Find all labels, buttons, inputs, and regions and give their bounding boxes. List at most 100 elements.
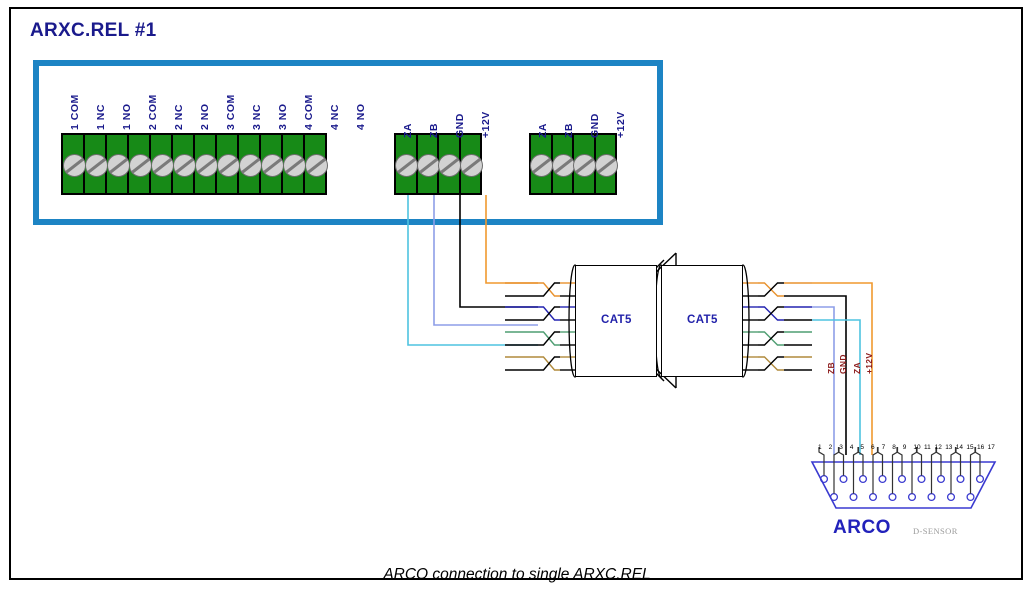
dsub-connector <box>810 447 997 509</box>
relay-terminal-label: 3 NC <box>251 104 263 130</box>
pin-lead <box>872 447 879 494</box>
pair-brown-twist-r-b <box>758 356 784 371</box>
pin-lead <box>852 447 860 494</box>
pin-lead <box>891 447 899 494</box>
connector-signal-label: +12V <box>864 352 874 374</box>
connector-signal-label: ZA <box>852 362 862 374</box>
dsub-pin-number: 15 <box>966 444 974 451</box>
wire-gnd-drop <box>812 295 847 455</box>
relay-terminal-cell <box>282 135 306 193</box>
bus1-terminal-label: GND <box>454 113 466 138</box>
dsub-pin <box>956 474 965 484</box>
wire-zb-drop <box>812 306 835 455</box>
dsub-pin-number: 12 <box>934 444 942 451</box>
arco-label: ARCO <box>833 517 891 538</box>
pair-orange-twist-l-b <box>538 282 560 297</box>
pin-lead <box>833 447 840 494</box>
cable-right-pairs <box>743 282 812 371</box>
relay-terminal-cell <box>304 135 328 193</box>
relay-terminal-label: 2 NC <box>173 104 185 130</box>
bus2-terminal-label: ZA <box>537 123 549 138</box>
relay-terminal-cell <box>62 135 86 193</box>
bus1-terminal-cell <box>395 135 419 193</box>
dsub-pin-number: 4 <box>849 444 854 451</box>
dsub-pin-number: 14 <box>955 444 964 451</box>
dsub-shell <box>810 461 997 509</box>
dsub-pin-number: 5 <box>860 444 865 451</box>
pin-lead <box>969 447 977 494</box>
dsub-pin-number: 2 <box>828 444 833 451</box>
bus2-terminal-cell <box>551 135 575 193</box>
dsub-pin <box>946 492 956 502</box>
relay-terminal-label: 1 NO <box>121 103 133 130</box>
pair-orange-twist-r-b <box>758 282 784 297</box>
wire-za <box>407 195 538 346</box>
connector-signal-label: ZB <box>826 362 836 374</box>
pair-green-twist-l-b <box>538 331 560 346</box>
bus1-terminal-label: +12V <box>480 111 492 138</box>
bus1-terminal-cell <box>438 135 462 193</box>
relay-terminal-label: 3 NO <box>277 103 289 130</box>
relay-terminal-label: 4 NC <box>329 104 341 130</box>
dsub-pin-number: 13 <box>945 444 953 451</box>
cat5-label-left: CAT5 <box>601 314 632 326</box>
relay-terminal-cell <box>194 135 218 193</box>
pin-lead <box>818 447 825 476</box>
pair-blue-twist-r-b <box>758 306 784 321</box>
relay-terminal-label: 1 COM <box>69 94 81 130</box>
bus1-terminal-cell <box>459 135 483 193</box>
dsub-pin <box>858 474 868 484</box>
wires-cable-to-connector <box>812 282 873 455</box>
relay-terminal-cell <box>128 135 152 193</box>
bus1-terminal-label: ZA <box>402 123 414 138</box>
dsub-pin <box>975 474 985 484</box>
wire-12v <box>485 195 538 284</box>
pin-lead <box>950 447 957 494</box>
dsub-pin-number: 8 <box>892 444 896 451</box>
bus-terminal-block-1 <box>394 133 483 195</box>
dsub-pin <box>966 492 975 502</box>
wire-zb <box>433 195 538 326</box>
dsub-pin-number: 3 <box>839 444 843 451</box>
dsub-pin-number: 1 <box>818 444 822 451</box>
wire-12v-drop <box>812 282 873 455</box>
dsub-pin-number: 9 <box>902 444 907 451</box>
pin-lead <box>911 447 918 494</box>
dsub-pin-number: 10 <box>913 444 921 451</box>
relay-terminal-label: 4 COM <box>303 94 315 130</box>
dsub-pin <box>849 492 858 502</box>
dsub-pin <box>888 492 897 502</box>
relay-terminal-label: 4 NO <box>355 103 367 130</box>
bus1-terminal-cell <box>416 135 440 193</box>
dsub-pin <box>868 492 878 502</box>
connector-signal-label: GND <box>838 354 848 374</box>
screw-icon <box>594 153 618 177</box>
bus2-terminal-label: +12V <box>615 111 627 138</box>
bus2-terminal-cell <box>573 135 597 193</box>
wires-terminal-to-cable <box>407 195 538 346</box>
figure-caption: ARCO connection to single ARXC.REL <box>383 566 651 583</box>
pair-brown-twist-l-b <box>538 356 560 371</box>
dsub-pin <box>927 492 936 502</box>
bus2-terminal-cell <box>530 135 554 193</box>
cat5-label-right: CAT5 <box>687 314 718 326</box>
bus2-terminal-label: ZB <box>563 123 575 138</box>
dsub-pin <box>878 474 887 484</box>
cat5-segment-left <box>575 265 657 377</box>
relay-terminal-cell <box>172 135 196 193</box>
relay-terminal-cell <box>260 135 284 193</box>
pair-green-twist-r-b <box>758 331 784 346</box>
dsub-pin <box>829 492 839 502</box>
relay-terminal-cell <box>216 135 240 193</box>
dsub-pin <box>907 492 917 502</box>
relay-terminal-cell <box>106 135 130 193</box>
bus1-terminal-label: ZB <box>428 123 440 138</box>
pair-blue-twist-l-b <box>538 306 560 321</box>
relay-terminal-label: 3 COM <box>225 94 237 130</box>
dsub-pin-number: 6 <box>871 444 875 451</box>
dsub-pin-number: 7 <box>881 444 886 451</box>
cable-left-pairs <box>505 282 575 371</box>
dsub-pin-number: 17 <box>987 444 995 451</box>
dsub-pin <box>897 474 907 484</box>
